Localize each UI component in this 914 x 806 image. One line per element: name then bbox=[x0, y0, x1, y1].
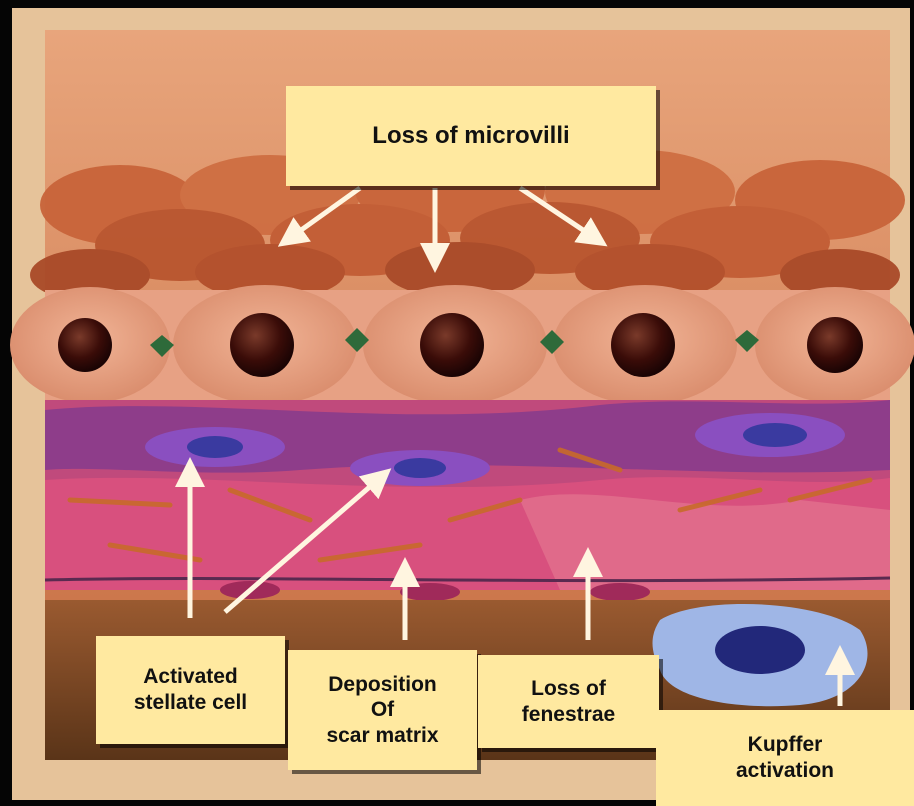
nucleus bbox=[420, 313, 484, 377]
nucleus bbox=[230, 313, 294, 377]
label-deposition-of-scar-matrix: Deposition Of scar matrix bbox=[288, 650, 477, 770]
kupffer-cell bbox=[653, 604, 868, 706]
label-activated-stellate-cell: Activated stellate cell bbox=[96, 636, 285, 744]
nucleus bbox=[611, 313, 675, 377]
label-loss-of-fenestrae: Loss of fenestrae bbox=[478, 655, 659, 748]
matrix-layer bbox=[45, 400, 890, 601]
label-text: Loss of fenestrae bbox=[522, 676, 615, 727]
label-kupffer-activation: Kupffer activation bbox=[656, 710, 914, 806]
nucleus bbox=[58, 318, 112, 372]
nucleus bbox=[807, 317, 863, 373]
label-loss-of-microvilli: Loss of microvilli bbox=[286, 86, 656, 186]
label-text: Kupffer activation bbox=[736, 732, 834, 783]
hepatocyte-row bbox=[10, 285, 914, 405]
label-text: Loss of microvilli bbox=[372, 121, 569, 150]
label-text: Deposition Of scar matrix bbox=[326, 672, 438, 749]
label-text: Activated stellate cell bbox=[134, 664, 247, 715]
